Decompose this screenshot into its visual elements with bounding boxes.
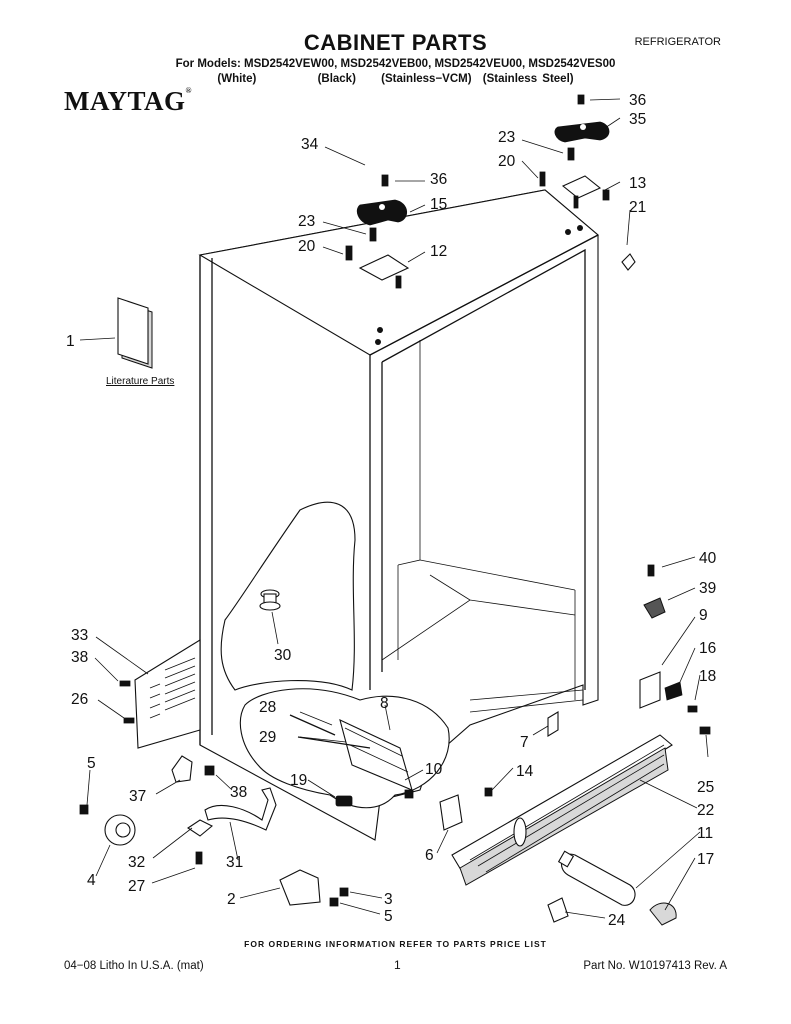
right-bracket-parts (639, 564, 698, 713)
callout-26: 26 (71, 691, 88, 708)
callout-21: 21 (629, 199, 646, 216)
callout-22: 22 (697, 802, 714, 819)
category-label: REFRIGERATOR (634, 36, 721, 48)
callout-20-top-right: 20 (498, 153, 516, 170)
drain-and-valve-parts (79, 755, 349, 907)
callout-27: 27 (128, 878, 145, 895)
callout-15: 15 (430, 196, 447, 213)
part-21-shim (621, 253, 636, 271)
callout-13: 13 (629, 175, 646, 192)
callout-34: 34 (301, 136, 319, 153)
part-22-toe-grille (451, 734, 673, 886)
variant-stainless-steel: (Stainless Steel) (482, 73, 574, 85)
callout-9: 9 (699, 607, 708, 624)
callout-16: 16 (699, 640, 716, 657)
callout-32: 32 (128, 854, 145, 871)
water-filter-parts (547, 850, 677, 926)
callout-1: 1 (66, 333, 75, 350)
callout-10: 10 (425, 761, 443, 778)
callout-36-top-right: 36 (629, 92, 646, 109)
variant-white: (White) (217, 73, 257, 85)
callout-37: 37 (129, 788, 146, 805)
callout-35: 35 (629, 111, 646, 128)
callout-23-top-right: 23 (498, 129, 515, 146)
cutaway-upper (220, 501, 356, 691)
callout-40: 40 (699, 550, 717, 567)
callout-31: 31 (226, 854, 243, 871)
callout-5-left: 5 (87, 755, 96, 772)
hinge-top-right (539, 94, 610, 209)
callout-2: 2 (227, 891, 236, 908)
leader-lines (79, 98, 709, 919)
callout-28: 28 (259, 699, 276, 716)
brand-logo: MAYTAG® (64, 86, 192, 117)
registered-mark: ® (185, 86, 192, 95)
callout-20-top-left: 20 (298, 238, 316, 255)
callout-30: 30 (274, 647, 292, 664)
callout-3: 3 (384, 891, 393, 908)
callout-labels: 36 35 34 23 20 13 36 15 21 23 20 12 1 40… (66, 92, 717, 929)
callout-39: 39 (699, 580, 716, 597)
callout-12: 12 (430, 243, 447, 260)
page-number: 1 (394, 958, 401, 972)
callout-7: 7 (520, 734, 529, 751)
callout-33: 33 (71, 627, 88, 644)
callout-29: 29 (259, 729, 276, 746)
brand-name: MAYTAG (64, 86, 186, 116)
models-line: For Models: MSD2542VEW00, MSD2542VEB00, … (175, 58, 616, 70)
callout-38-center: 38 (230, 784, 247, 801)
callout-5-bottom: 5 (384, 908, 393, 925)
callout-4: 4 (87, 872, 96, 889)
part-33-grille (119, 639, 201, 749)
callout-36-top-left: 36 (430, 171, 447, 188)
part-number: Part No. W10197413 Rev. A (583, 960, 727, 972)
part-30-grommet (259, 589, 281, 611)
variant-black: (Black) (317, 73, 356, 85)
callout-17: 17 (697, 851, 714, 868)
model-variants: (White) (Black) (Stainless−VCM) (Stainle… (0, 73, 791, 85)
callout-14: 14 (516, 763, 534, 780)
literature-booklet (117, 297, 153, 369)
callout-8: 8 (380, 695, 389, 712)
literature-parts-label: Literature Parts (106, 376, 174, 387)
print-info: 04−08 Litho In U.S.A. (mat) (64, 960, 204, 972)
callout-38-left: 38 (71, 649, 88, 666)
callout-11: 11 (697, 825, 713, 842)
ordering-note: FOR ORDERING INFORMATION REFER TO PARTS … (244, 939, 547, 949)
callout-23-top-left: 23 (298, 213, 315, 230)
page-title: CABINET PARTS (303, 30, 488, 55)
hinge-top-left (345, 174, 583, 345)
ice-module-parts (289, 714, 414, 807)
callout-24: 24 (608, 912, 626, 929)
callout-19: 19 (290, 772, 307, 789)
lower-right-brackets (439, 711, 711, 831)
variant-stainless-vcm: (Stainless−VCM) (381, 73, 472, 85)
callout-6: 6 (425, 847, 434, 864)
callout-25: 25 (697, 779, 714, 796)
callout-18: 18 (699, 668, 716, 685)
